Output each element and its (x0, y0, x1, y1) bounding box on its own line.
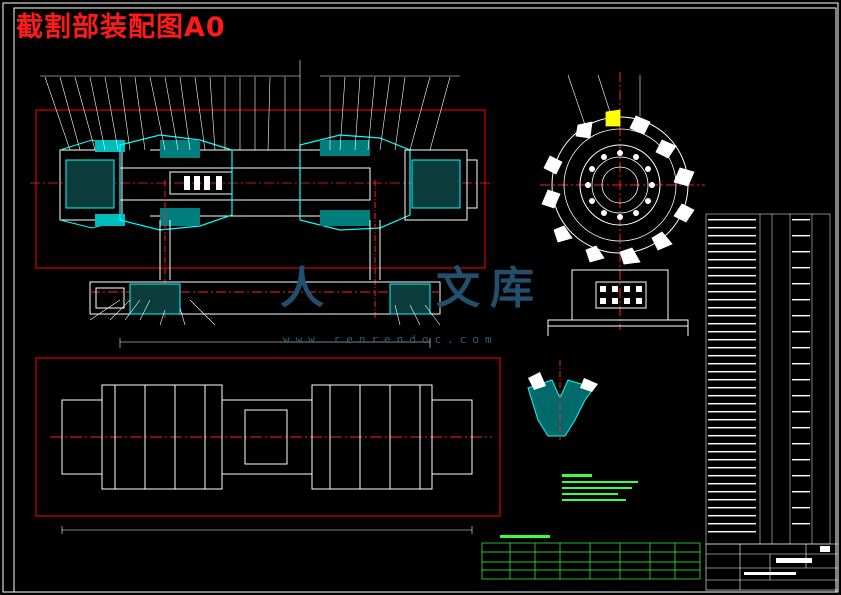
tolerance-table (481, 542, 701, 580)
watermark-glyph-1: 人 (280, 263, 324, 314)
title-block-marks (744, 546, 830, 575)
technical-notes (562, 474, 638, 501)
drum-boundary (35, 357, 501, 517)
parts-list-rows (708, 219, 810, 533)
section-boundary (35, 109, 486, 269)
drawing-title: 截割部装配图A0 (16, 12, 226, 43)
cutting-drum-end-view (540, 72, 705, 336)
gear-housing-right (299, 134, 411, 231)
left-housing (59, 139, 125, 229)
pick-cutter-detail (527, 360, 598, 440)
callout-leaders-top (40, 60, 460, 151)
right-housing (404, 149, 478, 221)
lower-gearbox (89, 281, 441, 315)
callout-leaders-bottom (89, 299, 441, 326)
watermark-glyph-2: 文 (436, 263, 480, 314)
table-heading-mark (500, 535, 550, 538)
shaft-assembly-section (30, 60, 492, 348)
watermark-glyph-3: 库 (490, 263, 534, 314)
drum-outline-view (35, 357, 501, 534)
watermark-domain: www.renrendoc.com (283, 333, 498, 346)
inner-frame (13, 7, 837, 593)
title-block (705, 543, 839, 591)
gear-housing-left (119, 134, 233, 231)
